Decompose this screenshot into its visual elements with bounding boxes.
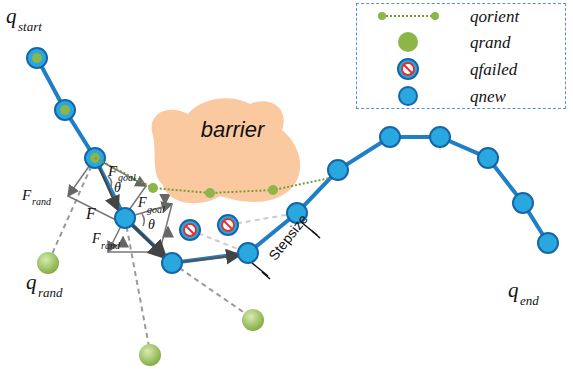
legend-box: [356, 3, 566, 109]
legend-text: qorient: [470, 8, 519, 25]
new-node: [27, 48, 47, 68]
path-line: [37, 58, 548, 263]
new-node: [162, 253, 182, 273]
force-name: F: [108, 164, 117, 179]
legend-text: qfailed: [470, 61, 517, 78]
orient-dot: [32, 53, 42, 63]
force-name: F: [138, 196, 147, 210]
legend-swatch: [398, 32, 418, 52]
barrier-region: barrier: [140, 92, 315, 212]
new-node: [55, 100, 75, 120]
subscript: rand: [32, 197, 51, 207]
barrier-label: barrier: [201, 117, 265, 143]
barrier-shape: [140, 92, 315, 212]
legend-swatch: [398, 86, 418, 106]
subscript: start: [18, 20, 42, 33]
subscript: rand: [101, 241, 120, 251]
point-name: q: [26, 272, 37, 293]
orient-dot: [60, 105, 70, 115]
new-node: [513, 193, 533, 213]
subscript: goal: [147, 205, 165, 215]
failed-node: [180, 215, 238, 240]
subscript: rand: [38, 286, 63, 299]
force-name: F: [92, 232, 101, 246]
point-name: q: [6, 6, 17, 27]
new-node: [478, 148, 498, 168]
legend-text: qrand: [470, 34, 511, 51]
angle-symbol: θ: [148, 218, 155, 232]
new-node: [430, 127, 450, 147]
new-node: [27, 48, 558, 273]
new-node: [538, 233, 558, 253]
force-name: F: [86, 206, 96, 222]
new-node: [238, 243, 258, 263]
angle-symbol: θ: [114, 181, 121, 195]
force-name: F: [22, 188, 31, 203]
rand-point: [37, 252, 264, 366]
legend-samples: [378, 12, 439, 79]
legend-text: qnew: [470, 88, 506, 105]
point-name: q: [508, 280, 519, 301]
new-node: [380, 127, 400, 147]
subscript: end: [520, 294, 539, 307]
new-node: [328, 160, 348, 180]
new-node: [115, 208, 135, 228]
